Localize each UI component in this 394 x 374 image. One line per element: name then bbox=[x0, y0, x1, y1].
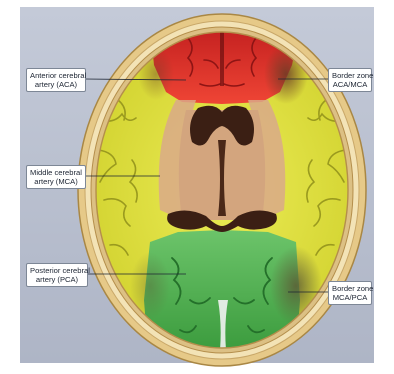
label-aca-line2: artery (ACA) bbox=[30, 80, 82, 89]
label-pca-line1: Posterior cerebral bbox=[30, 266, 84, 275]
label-mca-line2: artery (MCA) bbox=[30, 177, 82, 186]
label-pca: Posterior cerebral artery (PCA) bbox=[26, 263, 88, 287]
label-border-mca-pca-line1: Border zone bbox=[332, 284, 368, 293]
label-pca-line2: artery (PCA) bbox=[30, 275, 84, 284]
label-aca-line1: Anterior cerebral bbox=[30, 71, 82, 80]
label-border-zone-aca-mca: Border zone ACA/MCA bbox=[328, 68, 372, 92]
label-border-mca-pca-line2: MCA/PCA bbox=[332, 293, 368, 302]
label-aca: Anterior cerebral artery (ACA) bbox=[26, 68, 86, 92]
interhemispheric-fissure-anterior bbox=[220, 30, 224, 86]
label-border-zone-mca-pca: Border zone MCA/PCA bbox=[328, 281, 372, 305]
label-border-aca-mca-line1: Border zone bbox=[332, 71, 368, 80]
label-mca-line1: Middle cerebral bbox=[30, 168, 82, 177]
label-mca: Middle cerebral artery (MCA) bbox=[26, 165, 86, 189]
label-border-aca-mca-line2: ACA/MCA bbox=[332, 80, 368, 89]
